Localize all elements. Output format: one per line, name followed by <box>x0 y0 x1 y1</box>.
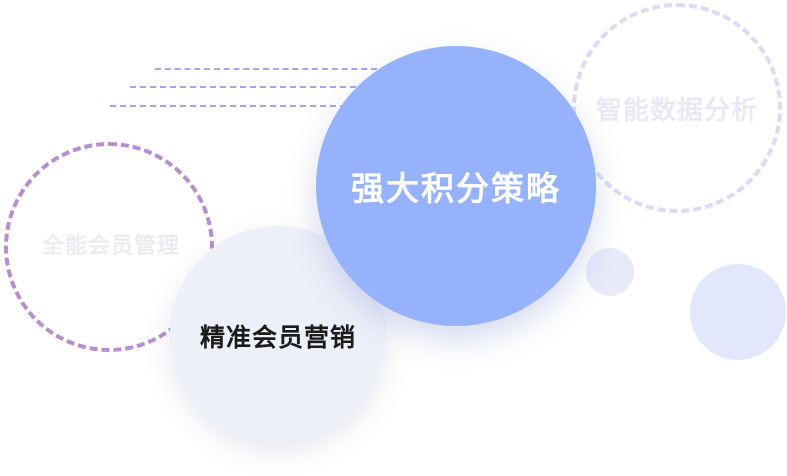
decorative-large-circle <box>690 264 786 360</box>
smart-data-analysis-label: 智能数据分析 <box>595 95 758 126</box>
smart-data-analysis-ring <box>572 3 782 213</box>
powerful-points-strategy-circle <box>316 46 596 326</box>
decorative-dash-line <box>155 68 377 70</box>
decorative-small-circle <box>586 248 634 296</box>
precise-member-marketing-label: 精准会员营销 <box>199 323 356 352</box>
decorative-dash-line <box>110 105 376 107</box>
decorative-dash-line <box>130 86 376 88</box>
powerful-points-strategy-label: 强大积分策略 <box>351 169 561 208</box>
full-member-management-label: 全能会员管理 <box>41 234 180 259</box>
